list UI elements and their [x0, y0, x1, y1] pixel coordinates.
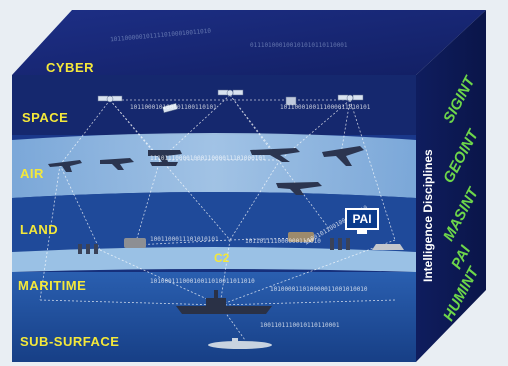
- satellite-icon: [97, 95, 123, 103]
- domain-label-maritime: MARITIME: [18, 278, 87, 293]
- satellite-icon: [217, 89, 244, 97]
- binary-stream: 1001101110010110110001: [260, 322, 340, 329]
- satellite-icon: [162, 102, 178, 114]
- binary-stream: 101101111000000110010: [245, 238, 321, 245]
- aircraft-icon: [48, 146, 364, 195]
- domain-label-cyber: CYBER: [46, 60, 95, 75]
- land-band: [12, 192, 416, 252]
- binary-stream: 011101000100101010110110001: [250, 42, 348, 49]
- domain-label-sub-surface: SUB-SURFACE: [20, 334, 120, 349]
- air-band: [12, 133, 416, 198]
- domain-label-air: AIR: [20, 166, 44, 181]
- cube-top-face: [12, 10, 486, 75]
- binary-stream: 101100010100001100110101: [130, 104, 217, 111]
- submarine-icon: [208, 338, 272, 349]
- side-title: Intelligence Disciplines: [421, 149, 435, 282]
- cube-side-face: [416, 10, 486, 362]
- ship-icon: [176, 290, 272, 314]
- maritime-band: [12, 247, 416, 272]
- domain-label-space: SPACE: [22, 110, 69, 125]
- pai-node-stand: [357, 230, 367, 234]
- binary-stream: 11101110000100011000011101000101: [150, 155, 266, 162]
- ground-units: [78, 232, 404, 254]
- c2-node: C2: [214, 251, 230, 265]
- binary-stream: 1011000100111000011010101: [280, 104, 371, 111]
- satellite-icon: [285, 96, 297, 106]
- binary-stream: 10100011100010011010011011010: [150, 278, 255, 285]
- satellite-icon: [337, 94, 364, 102]
- pai-node: PAI: [345, 208, 379, 230]
- domain-label-land: LAND: [20, 222, 59, 237]
- binary-stream: 1001100011101010101: [150, 236, 219, 243]
- binary-stream: 101000011010000011001010010: [270, 286, 368, 293]
